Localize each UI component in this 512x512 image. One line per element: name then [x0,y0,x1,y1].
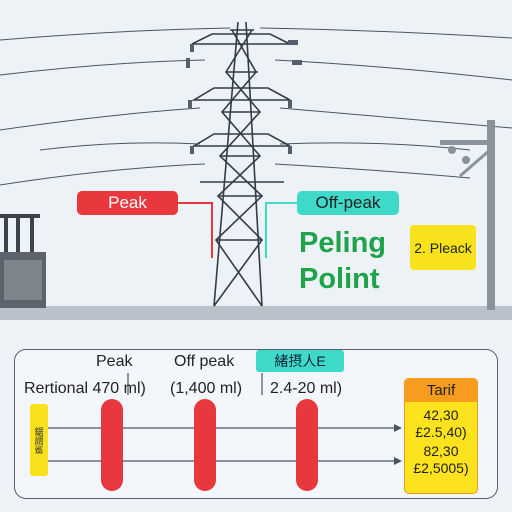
panel-header-peak: Peak [96,353,133,370]
scene-title-line2: Polint [299,263,380,295]
scene-title: Peling Polint [299,225,386,297]
tariff-value: £2.5,40) [415,424,467,440]
tariff-value: 42,30 [423,407,459,423]
tariff-header: Tarif [404,378,478,402]
utility-pole-icon [440,120,495,310]
transformer-icon [0,214,46,308]
offpeak-leader-line [265,202,297,258]
ground-strip [0,306,512,320]
panel-label-offpeak-value: (1,400 ml) [170,380,243,397]
panel-header-tag: 緒摂人E [256,350,344,372]
side-tag: 鋸謂鯊 [30,404,48,476]
peak-bar-1 [101,399,123,491]
peak-bar-3 [296,399,318,491]
note-label-box: 2. Pleack [410,225,476,270]
panel-header-offpeak: Off peak [174,353,235,370]
power-lines [0,27,512,186]
peak-label-badge: Peak [77,191,178,215]
peak-bar-2 [194,399,216,491]
tariff-value: £2,5005) [413,460,469,476]
scene-title-line1: Peling [299,227,387,259]
tariff-value: 82,30 [423,443,459,459]
offpeak-label-badge: Off-peak [297,191,399,215]
panel-label-rertional: Rertional 470 ml) [24,380,146,397]
peak-leader-line [178,202,213,258]
transmission-tower-icon [191,21,291,307]
panel-label-range: 2.4-20 ml) [270,380,343,397]
insulators [186,40,302,154]
